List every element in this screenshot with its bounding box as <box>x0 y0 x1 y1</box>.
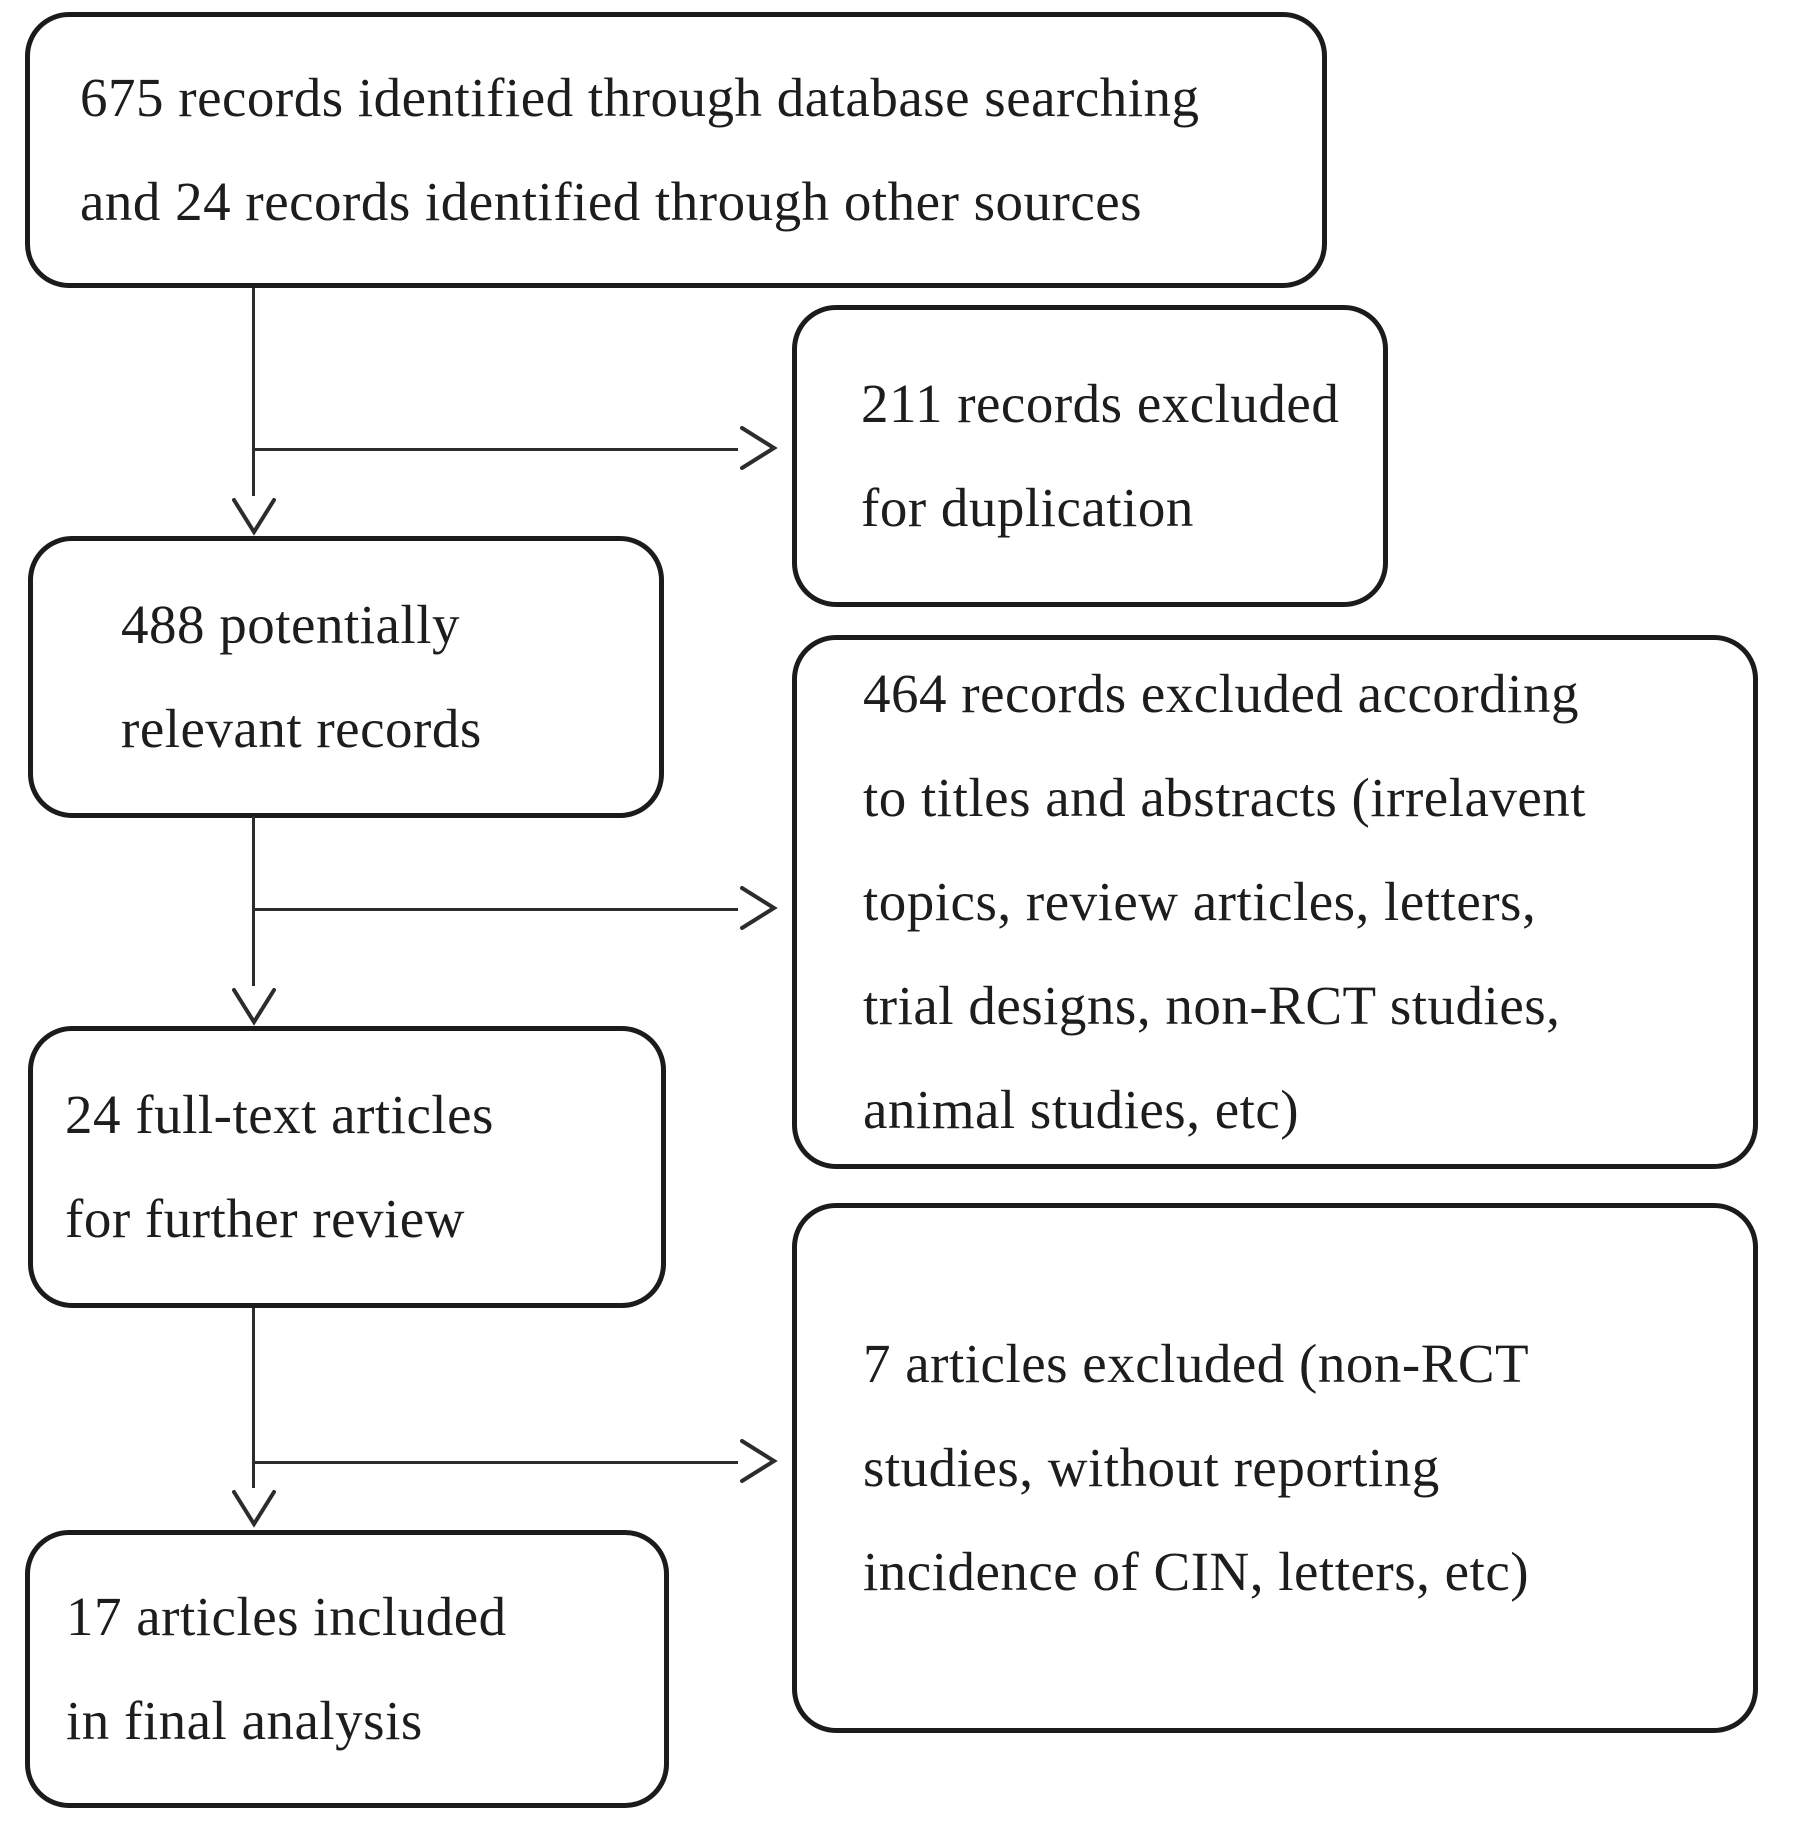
box-line: 24 full-text articles <box>65 1084 494 1145</box>
box-title-abstract-excluded: 464 records excluded according to titles… <box>792 635 1758 1169</box>
box-line: trial designs, non-RCT studies, <box>863 975 1561 1036</box>
box-line: studies, without reporting <box>863 1437 1440 1498</box>
arrowhead-down-icon <box>230 986 278 1031</box>
box-line: to titles and abstracts (irrelavent <box>863 767 1587 828</box>
box-line: 464 records excluded according <box>863 663 1579 724</box>
connector-fulltext-to-final-line <box>252 1308 255 1488</box>
connector-to-fulltext-excluded-line <box>253 1461 738 1464</box>
box-line: 488 potentially <box>121 594 460 655</box>
box-records-identified: 675 records identified through database … <box>25 12 1327 288</box>
box-line: in final analysis <box>66 1690 423 1751</box>
box-line: 7 articles excluded (non-RCT <box>863 1333 1530 1394</box>
arrowhead-right-icon <box>738 1437 778 1490</box>
arrowhead-down-icon <box>230 1488 278 1533</box>
box-potentially-relevant: 488 potentially relevant records <box>28 536 664 818</box>
box-line: topics, review articles, letters, <box>863 871 1537 932</box>
box-line: relevant records <box>121 698 482 759</box>
box-duplicates-excluded: 211 records excluded for duplication <box>792 305 1388 607</box>
box-line: 17 articles included <box>66 1586 507 1647</box>
box-line: incidence of CIN, letters, etc) <box>863 1541 1530 1602</box>
box-fulltext-review: 24 full-text articles for further review <box>28 1026 666 1308</box>
connector-identified-to-potentially-line <box>252 288 255 496</box>
box-line: for further review <box>65 1188 465 1249</box>
box-fulltext-excluded: 7 articles excluded (non-RCT studies, wi… <box>792 1203 1758 1733</box>
connector-potentially-to-fulltext-line <box>252 816 255 986</box>
arrowhead-down-icon <box>230 496 278 541</box>
connector-to-title-abstract-excluded-line <box>253 908 738 911</box>
box-line: 675 records identified through database … <box>80 67 1200 128</box>
box-line: animal studies, etc) <box>863 1079 1300 1140</box>
box-line: and 24 records identified through other … <box>80 171 1143 232</box>
connector-to-duplicates-excluded-line <box>253 448 738 451</box>
box-line: 211 records excluded <box>861 373 1340 434</box>
arrowhead-right-icon <box>738 884 778 937</box>
box-final-analysis: 17 articles included in final analysis <box>25 1530 669 1808</box>
box-line: for duplication <box>861 477 1194 538</box>
arrowhead-right-icon <box>738 424 778 477</box>
